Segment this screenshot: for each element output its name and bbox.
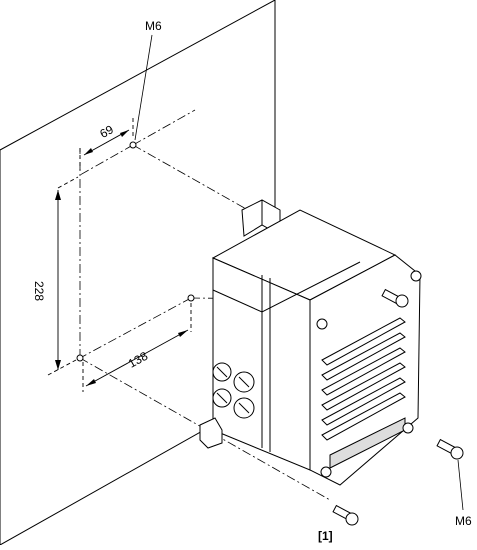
mounting-holes <box>76 141 195 362</box>
dim-228: 228 <box>32 281 46 301</box>
bolt-bottom <box>332 504 359 526</box>
label-bottom-m6: M6 <box>455 514 472 528</box>
inverter-housing <box>211 199 421 486</box>
cooling-fins <box>321 317 406 441</box>
bolt-upper <box>381 288 409 308</box>
bolt-lower-right <box>436 438 464 460</box>
dim-69: 69 <box>97 122 116 141</box>
leader-top-m6 <box>134 34 153 141</box>
bottom-bracket <box>199 417 223 449</box>
cable-glands <box>212 362 255 419</box>
corner-screws <box>316 270 422 478</box>
label-top-m6: M6 <box>145 19 162 33</box>
callout-1: [1] <box>318 529 333 543</box>
leader-bottom-m6 <box>457 459 464 511</box>
dimension-lines <box>47 118 192 392</box>
